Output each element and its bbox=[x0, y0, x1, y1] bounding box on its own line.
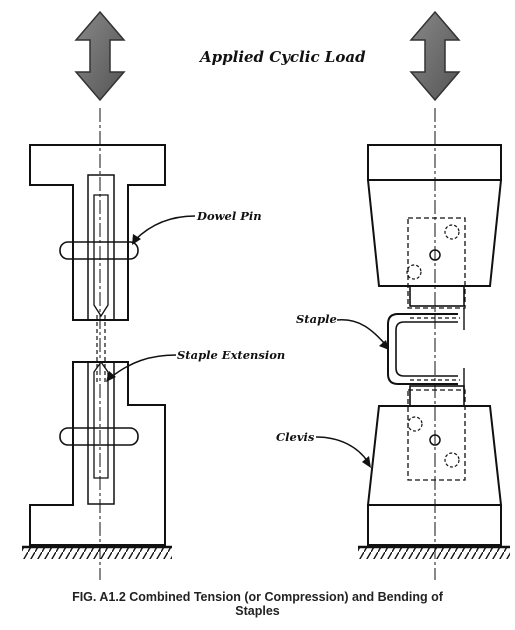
applied-cyclic-load-label: Applied Cyclic Load bbox=[200, 48, 366, 66]
left-upper-dowel-pin bbox=[59, 241, 139, 260]
right-upper-clevis bbox=[366, 179, 503, 287]
figure-caption: FIG. A1.2 Combined Tension (or Compressi… bbox=[0, 590, 515, 618]
left-ground-hatch bbox=[22, 548, 172, 559]
left-fixture bbox=[22, 10, 172, 559]
left-lower-dowel-pin bbox=[59, 427, 139, 446]
right-fixture bbox=[358, 10, 510, 559]
left-upper-grip bbox=[29, 144, 166, 321]
dowel-pin-label: Dowel Pin bbox=[197, 209, 262, 223]
caption-line-2: Staples bbox=[235, 604, 280, 618]
right-ground-hatch bbox=[358, 548, 510, 559]
staple-extension-label: Staple Extension bbox=[177, 348, 286, 362]
caption-line-1: FIG. A1.2 Combined Tension (or Compressi… bbox=[72, 590, 443, 604]
left-lower-grip bbox=[29, 361, 166, 546]
left-load-arrow-icon bbox=[74, 10, 126, 102]
right-load-arrow-icon bbox=[409, 10, 461, 102]
staple-label: Staple bbox=[296, 312, 337, 326]
clevis-label: Clevis bbox=[276, 430, 315, 444]
